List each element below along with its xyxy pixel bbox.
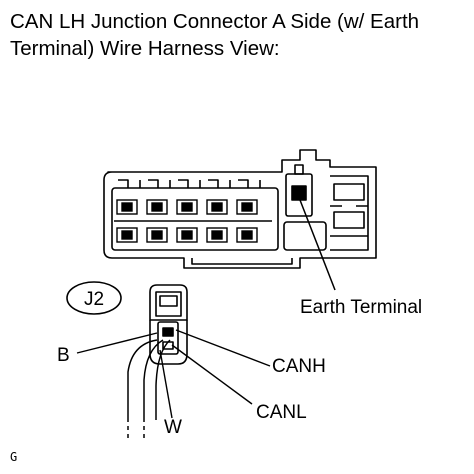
canl-leader — [171, 344, 253, 405]
canl-label: CANL — [256, 402, 307, 423]
canh-label: CANH — [272, 356, 326, 377]
connector-id-oval — [66, 281, 122, 315]
earth-terminal-leader — [299, 199, 336, 291]
connector-id-label: J2 — [84, 289, 104, 310]
junction-connector — [103, 149, 377, 269]
diagram-title: CAN LH Junction Connector A Side (w/ Ear… — [10, 10, 420, 60]
terminal-cavities — [114, 199, 272, 243]
wire-label-leaders — [76, 329, 271, 419]
wire-w-leader — [159, 349, 173, 419]
canh-leader — [175, 329, 271, 367]
figure-code: G — [10, 450, 18, 464]
wire-ends — [127, 418, 145, 438]
wire-b-leader — [76, 332, 158, 354]
connector-housing — [103, 149, 377, 269]
wire-b-label: B — [57, 345, 70, 366]
wire-w-label: W — [164, 417, 182, 438]
small-connector — [149, 284, 188, 365]
wire-harness — [127, 339, 171, 420]
earth-terminal-label: Earth Terminal — [300, 297, 422, 318]
